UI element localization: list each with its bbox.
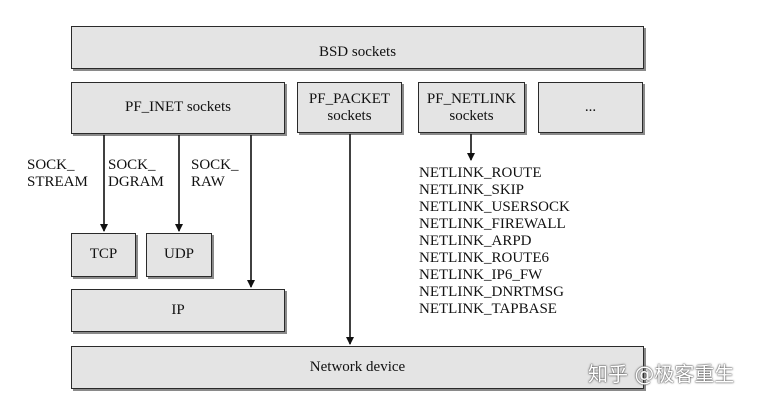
sock-dgram-label: SOCK_ DGRAM: [108, 157, 164, 191]
netlink-protocol-list: NETLINK_ROUTE NETLINK_SKIP NETLINK_USERS…: [419, 165, 570, 318]
sock-stream-label: SOCK_ STREAM: [27, 157, 88, 191]
netlink-protocol-item: NETLINK_SKIP: [419, 182, 524, 198]
bsd-sockets-box: BSD sockets: [71, 26, 644, 69]
pf-netlink-label-line2: sockets: [449, 108, 494, 125]
sock-raw-line1: SOCK_: [191, 157, 239, 173]
pf-packet-label-line2: sockets: [327, 108, 372, 125]
pf-netlink-label-line1: PF_NETLINK: [426, 91, 517, 107]
ellipsis-label: ...: [584, 98, 597, 115]
udp-box: UDP: [146, 233, 212, 277]
pf-inet-sockets-box: PF_INET sockets: [71, 82, 285, 134]
zhihu-watermark: 知乎 @极客重生: [588, 362, 735, 386]
ip-box: IP: [71, 289, 285, 332]
netlink-protocol-item: NETLINK_FIREWALL: [419, 216, 566, 232]
netlink-protocol-item: NETLINK_USERSOCK: [419, 199, 570, 215]
netlink-protocol-item: NETLINK_IP6_FW: [419, 267, 543, 283]
sock-dgram-line1: SOCK_: [108, 157, 156, 173]
ip-label: IP: [171, 301, 185, 318]
udp-label: UDP: [163, 246, 194, 263]
tcp-box: TCP: [71, 233, 136, 277]
netlink-protocol-item: NETLINK_ARPD: [419, 233, 532, 249]
pf-netlink-sockets-box: PF_NETLINK sockets: [418, 82, 525, 133]
ellipsis-box: ...: [538, 82, 643, 133]
sock-raw-line2: RAW: [191, 174, 225, 190]
sock-dgram-line2: DGRAM: [108, 174, 164, 190]
pf-inet-sockets-label: PF_INET sockets: [125, 99, 231, 116]
tcp-label: TCP: [89, 246, 118, 263]
netlink-protocol-item: NETLINK_ROUTE6: [419, 250, 549, 266]
pf-packet-sockets-box: PF_PACKET sockets: [297, 82, 402, 133]
pf-packet-label-line1: PF_PACKET: [308, 91, 391, 107]
network-device-box: Network device: [71, 346, 644, 389]
sock-stream-line2: STREAM: [27, 174, 88, 190]
netlink-protocol-item: NETLINK_TAPBASE: [419, 301, 557, 317]
bsd-sockets-label: BSD sockets: [318, 44, 397, 60]
network-device-label: Network device: [309, 358, 406, 375]
netlink-protocol-item: NETLINK_DNRTMSG: [419, 284, 564, 300]
sock-raw-label: SOCK_ RAW: [191, 157, 239, 191]
sock-stream-line1: SOCK_: [27, 157, 75, 173]
netlink-protocol-item: NETLINK_ROUTE: [419, 165, 542, 181]
